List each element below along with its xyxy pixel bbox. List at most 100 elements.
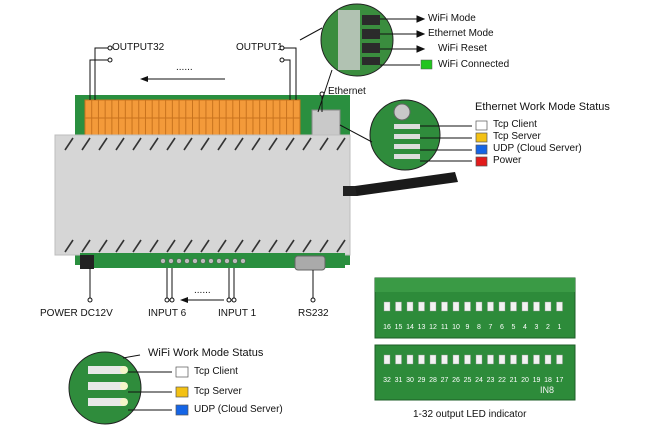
led bbox=[556, 354, 563, 365]
wifi-swatch-tcp-client bbox=[175, 366, 189, 378]
ethernet-zoom-circle bbox=[339, 99, 441, 171]
input-terminals bbox=[160, 258, 246, 264]
led-number: 19 bbox=[533, 377, 541, 384]
led-number: 26 bbox=[452, 377, 460, 384]
ethernet-status-title: Ethernet Work Mode Status bbox=[475, 101, 610, 113]
led bbox=[395, 354, 402, 365]
led-number: 2 bbox=[546, 324, 550, 331]
output-terminal-blocks bbox=[84, 99, 301, 139]
power-label: POWER DC12V bbox=[40, 308, 113, 319]
led bbox=[406, 354, 414, 365]
mode-zoom-circle bbox=[299, 3, 394, 113]
wifi-zoom-circle bbox=[68, 351, 142, 425]
bottom-callouts bbox=[87, 268, 316, 303]
led-number: 24 bbox=[475, 377, 483, 384]
led-number: 10 bbox=[452, 324, 460, 331]
led-number: 27 bbox=[441, 377, 449, 384]
board-silkscreen: IN8 bbox=[540, 385, 554, 395]
mode-label-wifi-mode: WiFi Mode bbox=[428, 13, 476, 24]
led-number: 13 bbox=[418, 324, 426, 331]
eth-status-udp: UDP (Cloud Server) bbox=[493, 143, 582, 154]
input-direction-arrow bbox=[180, 297, 188, 303]
led-number: 28 bbox=[429, 377, 437, 384]
led bbox=[510, 354, 517, 365]
led bbox=[521, 301, 529, 312]
mode-label-wifi-connected: WiFi Connected bbox=[438, 59, 510, 70]
led-number: 6 bbox=[500, 324, 504, 331]
led-number: 31 bbox=[395, 377, 403, 384]
wifi-status-tcp-server: Tcp Server bbox=[194, 386, 242, 397]
wifi-status-title: WiFi Work Mode Status bbox=[148, 347, 264, 359]
led-number: 32 bbox=[383, 377, 391, 384]
led-number: 17 bbox=[556, 377, 564, 384]
eth-swatch-tcp-server bbox=[475, 132, 488, 143]
led bbox=[429, 301, 437, 312]
led-number: 21 bbox=[510, 377, 518, 384]
led bbox=[498, 301, 506, 312]
mode-label-ethernet-mode: Ethernet Mode bbox=[428, 28, 494, 39]
output32-label: OUTPUT32 bbox=[112, 42, 165, 53]
led-number: 3 bbox=[535, 324, 539, 331]
output1-label: OUTPUT1 bbox=[236, 42, 283, 53]
led bbox=[418, 301, 425, 312]
led bbox=[441, 354, 448, 365]
eth-status-tcp-client: Tcp Client bbox=[493, 119, 537, 130]
led bbox=[533, 301, 540, 312]
led-number: 8 bbox=[477, 324, 481, 331]
led bbox=[395, 301, 402, 312]
led-panel-caption: 1-32 output LED indicator bbox=[413, 409, 527, 420]
led-number: 30 bbox=[406, 377, 414, 384]
antenna bbox=[343, 172, 458, 196]
output-dots: ...... bbox=[176, 62, 193, 73]
led-number: 11 bbox=[441, 324, 448, 331]
power-jack bbox=[80, 255, 94, 269]
led bbox=[452, 354, 460, 365]
eth-status-tcp-server: Tcp Server bbox=[493, 131, 541, 142]
led bbox=[441, 301, 448, 312]
led bbox=[533, 354, 540, 365]
led bbox=[521, 354, 529, 365]
led bbox=[383, 301, 391, 312]
eth-status-power: Power bbox=[493, 155, 522, 166]
enclosure bbox=[54, 134, 351, 256]
led-number: 5 bbox=[512, 324, 516, 331]
input-dots: ...... bbox=[194, 285, 211, 296]
led bbox=[544, 354, 552, 365]
wifi-connected-swatch bbox=[420, 59, 433, 70]
led bbox=[429, 354, 437, 365]
led-number: 1 bbox=[558, 324, 562, 331]
led bbox=[383, 354, 391, 365]
led-number: 20 bbox=[521, 377, 529, 384]
ethernet-label: Ethernet bbox=[328, 86, 366, 97]
wifi-swatch-tcp-server bbox=[175, 386, 189, 398]
rs232-label: RS232 bbox=[298, 308, 329, 319]
output-callouts bbox=[89, 45, 297, 100]
led-number: 25 bbox=[464, 377, 472, 384]
led bbox=[510, 301, 517, 312]
eth-swatch-udp bbox=[475, 144, 488, 155]
led bbox=[475, 301, 483, 312]
eth-swatch-power bbox=[475, 156, 488, 167]
led-number: 16 bbox=[383, 324, 391, 331]
led-number: 14 bbox=[406, 324, 414, 331]
led bbox=[475, 354, 483, 365]
led bbox=[498, 354, 506, 365]
led bbox=[452, 301, 460, 312]
wifi-swatch-udp bbox=[175, 404, 189, 416]
led-number: 23 bbox=[487, 377, 495, 384]
output-direction-arrow bbox=[140, 76, 225, 82]
wifi-status-lines bbox=[128, 371, 172, 411]
mode-callout-lines bbox=[380, 15, 426, 66]
led bbox=[464, 354, 471, 365]
led bbox=[544, 301, 552, 312]
led bbox=[487, 301, 494, 312]
wifi-status-tcp-client: Tcp Client bbox=[194, 366, 238, 377]
led-number: 4 bbox=[523, 324, 527, 331]
rs232-port bbox=[294, 255, 326, 271]
led-number: 29 bbox=[418, 377, 426, 384]
input6-label: INPUT 6 bbox=[148, 308, 187, 319]
led-number: 15 bbox=[395, 324, 403, 331]
